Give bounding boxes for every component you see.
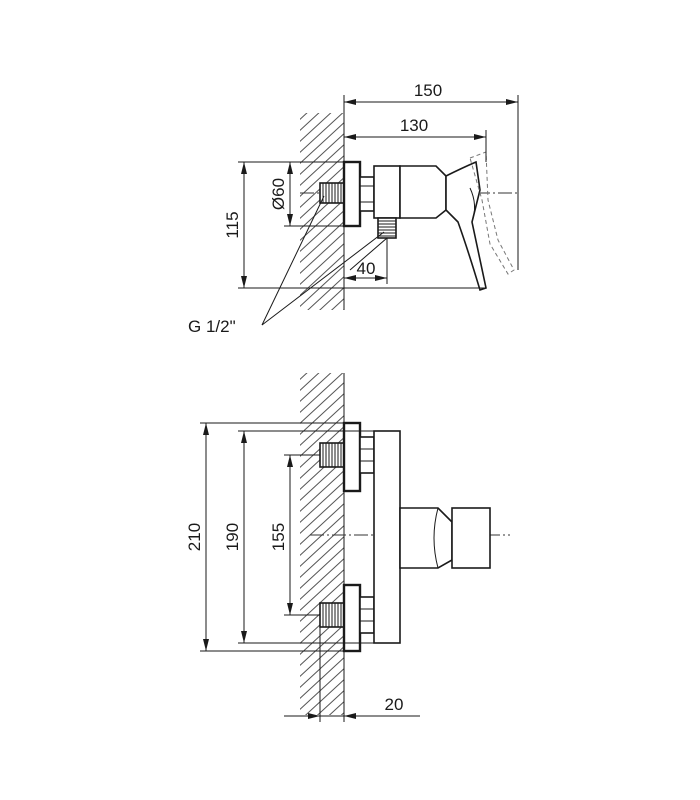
dim-115: 115 xyxy=(223,211,242,238)
handle-alt-position xyxy=(469,151,515,275)
dim-190: 190 xyxy=(223,523,242,551)
lever-handle-front xyxy=(451,507,491,569)
dim-150: 150 xyxy=(414,81,442,100)
wall-hatch-top xyxy=(300,113,344,310)
dim-155: 155 xyxy=(269,523,288,551)
wall-inlet-thread xyxy=(319,182,345,204)
thread-spec-label: G 1/2" xyxy=(188,317,236,336)
mounting-plate xyxy=(373,430,401,644)
flange-top xyxy=(342,421,362,493)
dim-20: 20 xyxy=(385,695,404,714)
lever-handle xyxy=(445,160,487,292)
front-view: 210 190 155 20 xyxy=(185,373,510,722)
hex-nut xyxy=(359,176,375,212)
nut-top xyxy=(359,436,375,474)
dim-diameter-60: Ø60 xyxy=(269,178,288,210)
dim-40: 40 xyxy=(357,259,376,278)
wall-hatch-front xyxy=(300,373,344,715)
valve-body-front xyxy=(399,507,453,569)
top-view: 150 130 115 Ø60 40 G 1/2" xyxy=(188,81,520,336)
nut-bottom xyxy=(359,596,375,634)
valve-cartridge xyxy=(399,165,447,219)
valve-body xyxy=(373,165,401,219)
dim-130: 130 xyxy=(400,116,428,135)
dim-210: 210 xyxy=(185,523,204,551)
wall-flange xyxy=(342,160,362,228)
flange-bottom xyxy=(342,583,362,653)
